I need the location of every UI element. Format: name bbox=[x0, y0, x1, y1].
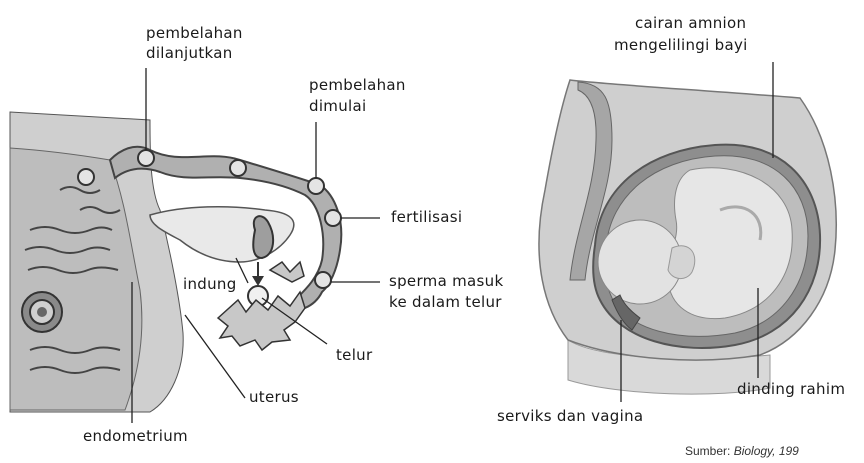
label-cleavage-begins-2: dimulai bbox=[309, 97, 366, 116]
label-endometrium: endometrium bbox=[83, 427, 188, 446]
source-credit: Sumber: Biology, 199 bbox=[685, 444, 799, 458]
label-sperm-enters-1: sperma masuk bbox=[389, 272, 503, 291]
label-uterus: uterus bbox=[249, 388, 299, 407]
source-title: Biology, 199 bbox=[734, 444, 799, 458]
label-fertilization: fertilisasi bbox=[391, 208, 462, 227]
label-cleavage-continued-1: pembelahan bbox=[146, 24, 243, 43]
source-prefix: Sumber: bbox=[685, 444, 730, 458]
label-ovary: indung bbox=[183, 275, 237, 294]
label-amniotic-fluid-2: mengelilingi bayi bbox=[614, 36, 748, 55]
label-uterine-wall: dinding rahim bbox=[737, 380, 845, 399]
pregnancy-illustration bbox=[539, 62, 836, 402]
label-cleavage-begins-1: pembelahan bbox=[309, 76, 406, 95]
uterus-illustration bbox=[10, 68, 380, 423]
label-cleavage-continued-2: dilanjutkan bbox=[146, 44, 233, 63]
label-sperm-enters-2: ke dalam telur bbox=[389, 293, 502, 312]
label-amniotic-fluid-1: cairan amnion bbox=[635, 14, 746, 33]
label-cervix-vagina: serviks dan vagina bbox=[497, 407, 643, 426]
label-egg: telur bbox=[336, 346, 372, 365]
